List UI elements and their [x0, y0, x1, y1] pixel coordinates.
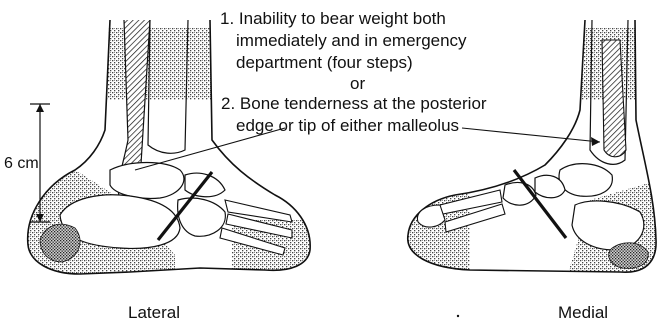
lateral-heel-shade — [40, 224, 80, 262]
scale-label: 6 cm — [4, 156, 39, 172]
lateral-view-label: Lateral — [128, 304, 180, 321]
criteria-item2-line1: 2. Bone tenderness at the posterior — [221, 95, 487, 112]
criteria-connector: or — [350, 75, 365, 92]
criteria-item1-line3: department (four steps) — [236, 54, 413, 71]
lateral-talus — [110, 163, 184, 199]
medial-heel-shade — [609, 243, 648, 269]
criteria-item1-line1: 1. Inability to bear weight both — [220, 10, 446, 27]
medial-toe-bone — [417, 205, 445, 227]
criteria-item2-line2: edge or tip of either malleolus — [236, 117, 459, 134]
medial-view-label: Medial — [558, 304, 608, 321]
criteria-item1-line2: immediately and in emergency — [236, 32, 467, 49]
medial-talus — [559, 164, 612, 197]
stray-mark — [457, 315, 459, 317]
